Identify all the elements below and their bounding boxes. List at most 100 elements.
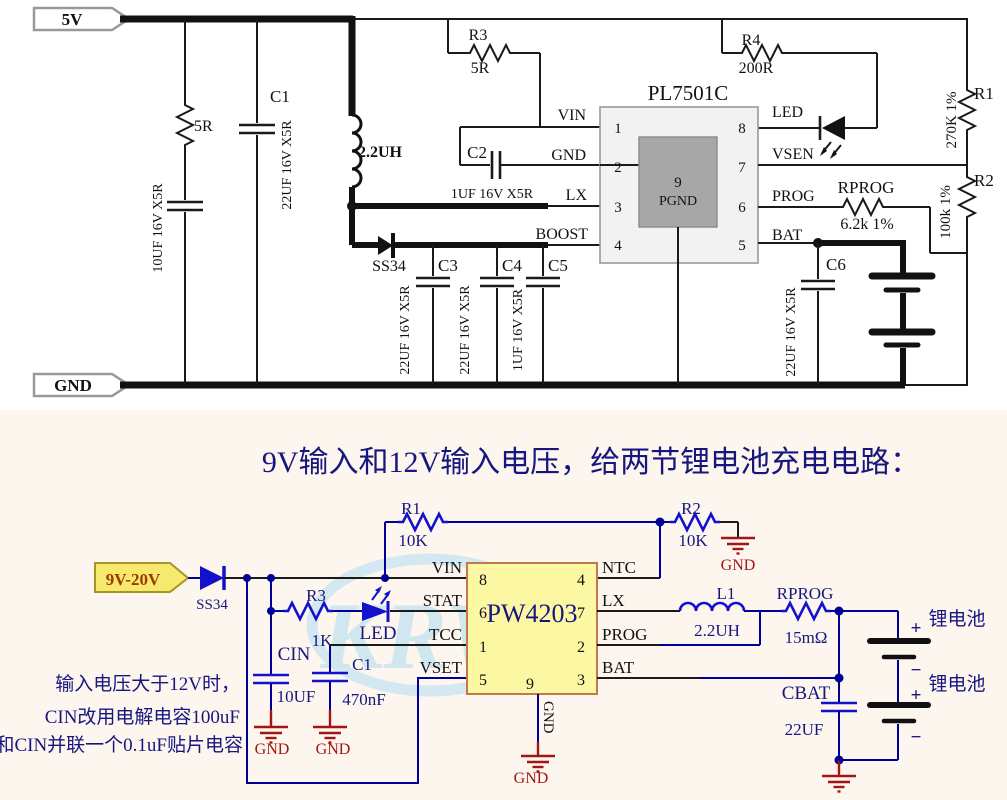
r2-value: 100k 1% [938,185,954,239]
input-resistor-branch: 5R 10UF 16V X5R [151,19,213,385]
r3-c2-network: R3 5R C2 1UF 16V X5R [447,19,600,202]
cin-ref: CIN [278,644,311,665]
pin-label-vin: VIN [558,107,587,124]
cell1-plus: + [911,618,922,639]
inductor-branch: 2.2UH SS34 [347,16,600,275]
pin-label-prog: PROG [602,625,647,644]
ss34-diode-icon [378,236,393,255]
cbat-ref: CBAT [782,683,831,704]
c5-ref: C5 [548,256,568,275]
cell1-minus: − [911,660,922,681]
r2-ref: R2 [681,499,701,518]
r4-value: 200R [739,60,774,77]
rprog-ref: RPROG [777,584,834,603]
junction-dot [267,574,275,582]
feedback-divider: R1 270K 1% R2 100k 1% [758,84,994,385]
input-diode: SS34 [188,566,467,613]
c2-value: 1UF 16V X5R [451,187,534,202]
r4-led-network: R4 200R [721,19,878,159]
pin-num-5: 5 [738,238,746,254]
c6-value: 22UF 16V X5R [784,287,799,377]
pin-label-led: LED [772,104,803,121]
pin-label-boost: BOOST [536,226,589,243]
led-label: LED [360,623,397,644]
gnd-label: GND [721,557,756,574]
c6-ref: C6 [826,255,846,274]
cbat-value: 22UF [785,720,824,739]
pin-num-8: 8 [738,121,746,137]
pin-num-6: 6 [738,200,746,216]
gnd-label: GND [514,770,549,787]
pin-label-vset: VSET [420,658,463,677]
pin-num-1: 1 [614,121,622,137]
c3-value: 22UF 16V X5R [398,285,413,375]
c2-ref: C2 [467,143,487,162]
ss34-diode-icon [200,566,224,590]
input-capacitor-value: 10UF 16V X5R [151,183,166,273]
r1-value: 10K [398,531,428,550]
pin-label-vin: VIN [432,558,462,577]
led-icon [362,586,391,622]
power-tag-label: 5V [62,10,84,29]
power-rails [120,15,968,389]
pin-num-5: 5 [479,672,487,689]
pin-num-9: 9 [526,676,534,693]
pin-num-1: 1 [479,639,487,656]
chip-thermal-pad [638,136,718,228]
pin-num-8: 8 [479,572,487,589]
rprog-network: RPROG 6.2k 1% [758,178,967,254]
notes: 输入电压大于12V时， CIN改用电解电容100uF 和CIN并联一个0.1uF… [0,673,243,756]
ground-tag-label: GND [54,376,92,395]
c1-branch: C1 22UF 16V X5R [239,19,295,385]
ic-ground: GND GND [514,694,557,787]
c5-value: 1UF 16V X5R [511,288,526,371]
pin9-gnd-rotated-label: GND [540,701,556,734]
r4-ref: R4 [742,32,761,49]
pin-label-ntc: NTC [602,558,636,577]
r1-ref: R1 [401,499,421,518]
pin-label-tcc: TCC [429,625,462,644]
pin-num-4: 4 [577,572,585,589]
pin-label-lx: LX [602,591,625,610]
pin-num-4: 4 [614,238,622,254]
pin-label-stat: STAT [423,591,463,610]
c1-ref: C1 [352,655,372,674]
c1-ref: C1 [270,87,290,106]
input-resistor-value: 5R [194,118,213,135]
input-tag-label: 9V-20V [106,570,161,589]
inductor-value: 2.2UH [358,144,403,161]
note-line-3: 和CIN并联一个0.1uF贴片电容 [0,734,243,756]
cell2-minus: − [911,727,922,748]
pin-label-vsen: VSEN [772,146,814,163]
ss34-label: SS34 [196,597,228,613]
c1-branch-bottom: C1 470nF GND [311,644,467,758]
pin-num-6: 6 [479,605,487,622]
r1-ref: R1 [974,84,994,103]
pin-num-2: 2 [577,639,585,656]
cell1-label: 锂电池 [928,608,985,630]
pin-num-7: 7 [738,160,746,176]
bottom-circuit: 9V输入和12V输入电压，给两节锂电池充电电路： 9V-20V SS34 [0,446,986,793]
chip-pad-label: PGND [659,194,697,209]
r3-value: 5R [471,60,490,77]
gnd-label: GND [255,741,290,758]
power-tag-5v: 5V [32,6,132,32]
note-line-2: CIN改用电解电容100uF [45,706,240,728]
pin-label-gnd: GND [551,147,586,164]
pin-num-7: 7 [577,605,585,622]
top-circuit: 5V GND 5R 10UF 16V X5R [32,6,994,398]
c4-value: 22UF 16V X5R [458,285,473,375]
cell2-label: 锂电池 [928,673,985,695]
rprog-value: 6.2k 1% [840,216,893,233]
input-tag-9v20v: 9V-20V [94,562,190,593]
battery-2cell-icon [868,240,936,385]
pin-label-bat: BAT [772,227,802,244]
boost-capacitors: C3 22UF 16V X5R C4 22UF 16V X5R C5 1UF 1… [398,245,568,385]
r1-value: 270K 1% [944,91,960,148]
r2-ref: R2 [974,171,994,190]
rprog-ref: RPROG [838,178,895,197]
battery-2cell-icon [839,611,931,761]
pin-label-lx: LX [566,187,588,204]
ntc-divider: R1 10K R2 10K GND [381,499,757,582]
